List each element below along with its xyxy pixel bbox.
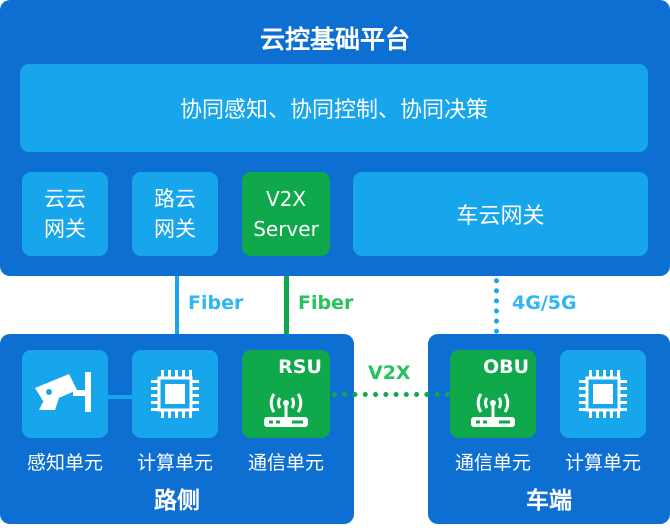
platform-title: 云控基础平台 — [259, 25, 410, 54]
compute-unit-roadside — [132, 350, 218, 438]
camera-icon — [33, 368, 97, 420]
collaboration-bar: 协同感知、协同控制、协同决策 — [20, 64, 648, 152]
cloud-cloud-gateway-line2: 网关 — [44, 217, 86, 241]
chip-icon — [147, 366, 203, 422]
comm-unit-obu-label: 通信单元 — [454, 452, 531, 474]
v2x-server-fiber-line — [284, 255, 289, 355]
sensing-unit-label: 感知单元 — [26, 452, 103, 474]
collaboration-text: 协同感知、协同控制、协同决策 — [179, 98, 488, 123]
road-cloud-gateway: 路云 网关 — [132, 172, 218, 256]
cellular-label: 4G/5G — [512, 292, 577, 314]
cellular-link-line — [494, 258, 499, 354]
v2x-label: V2X — [368, 362, 411, 384]
chip-icon — [575, 366, 631, 422]
road-cloud-gateway-line1: 路云 — [154, 187, 196, 211]
vehicle-title: 车端 — [526, 488, 572, 514]
cloud-cloud-gateway-line1: 云云 — [44, 187, 86, 211]
comm-unit-obu — [450, 350, 536, 438]
router-icon — [465, 386, 521, 430]
comm-unit-rsu — [242, 350, 330, 438]
camera-to-chip-line — [108, 395, 134, 399]
v2x-server-line1: V2X — [265, 187, 307, 211]
road-cloud-gateway-line2: 网关 — [154, 217, 196, 241]
compute-unit-roadside-label: 计算单元 — [136, 452, 213, 474]
fiber-rsu-label: Fiber — [298, 292, 354, 314]
vehicle-cloud-gateway-text: 车云网关 — [456, 204, 545, 229]
vehicle-cloud-gateway: 车云网关 — [353, 172, 648, 256]
v2x-server-line2: Server — [253, 217, 319, 241]
road-cloud-fiber-line — [175, 255, 179, 355]
roadside-title: 路侧 — [154, 488, 200, 514]
v2x-server: V2X Server — [242, 172, 330, 256]
compute-unit-vehicle-label: 计算单元 — [564, 452, 641, 474]
obu-tag: OBU — [482, 356, 530, 378]
router-icon — [258, 386, 314, 430]
v2x-link-line — [332, 392, 450, 397]
comm-unit-rsu-label: 通信单元 — [247, 452, 324, 474]
rsu-tag: RSU — [278, 356, 322, 378]
fiber-road-label: Fiber — [188, 292, 244, 314]
compute-unit-vehicle — [560, 350, 646, 438]
cloud-cloud-gateway: 云云 网关 — [22, 172, 108, 256]
sensing-unit — [22, 350, 108, 438]
